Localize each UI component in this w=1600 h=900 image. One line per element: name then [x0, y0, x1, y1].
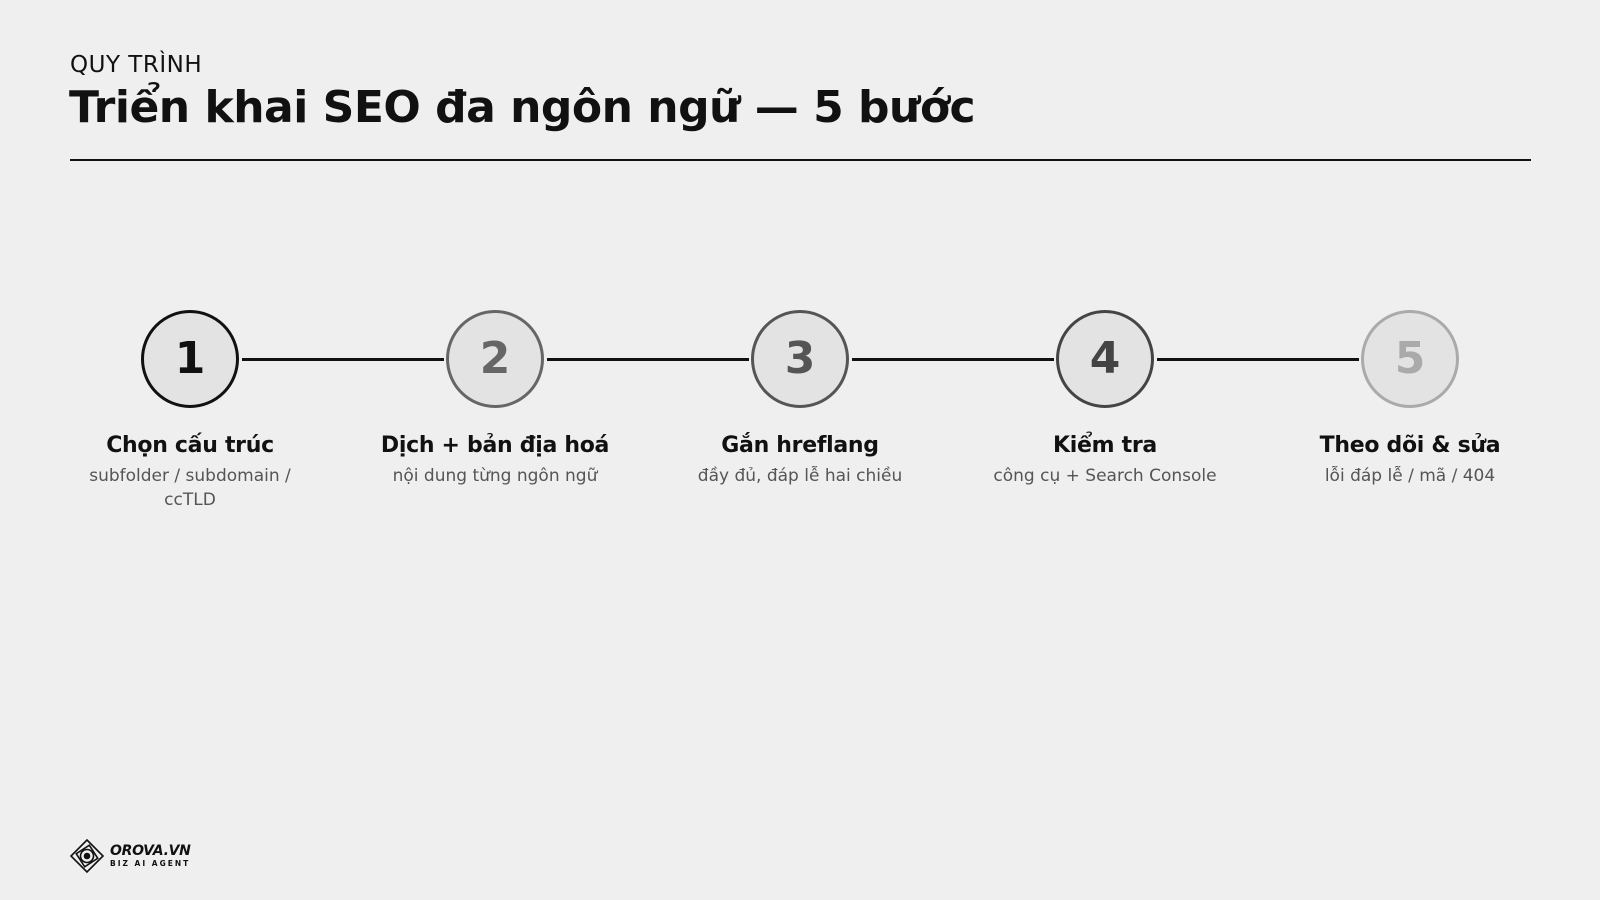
title-divider — [70, 159, 1531, 161]
step-3-text: Gắn hreflang đầy đủ, đáp lễ hai chiều — [675, 433, 925, 488]
step-2-description: nội dung từng ngôn ngữ — [392, 466, 598, 486]
step-4-number: 4 — [1089, 333, 1121, 384]
step-1-circle: 1 — [141, 310, 239, 408]
connector-line — [547, 358, 749, 361]
step-2-circle: 2 — [446, 310, 544, 408]
connector-line — [1157, 358, 1359, 361]
step-5-text: Theo dõi & sửa lỗi đáp lễ / mã / 404 — [1285, 433, 1535, 488]
step-4-description: công cụ + Search Console — [993, 466, 1217, 486]
logo-text: OROVA.VN BIZ AI AGENT — [110, 842, 191, 869]
eyebrow-label: QUY TRÌNH — [70, 52, 203, 78]
step-5-title: Theo dõi & sửa — [1319, 433, 1501, 458]
step-2-text: Dịch + bản địa hoá nội dung từng ngôn ng… — [370, 433, 620, 488]
step-5-circle: 5 — [1361, 310, 1459, 408]
step-4-text: Kiểm tra công cụ + Search Console — [980, 433, 1230, 488]
step-5-number: 5 — [1394, 333, 1426, 384]
step-5-description: lỗi đáp lễ / mã / 404 — [1324, 466, 1496, 486]
step-4-title: Kiểm tra — [1053, 433, 1157, 458]
step-1-text: Chọn cấu trúc subfolder / subdomain / cc… — [65, 433, 315, 512]
step-1-title: Chọn cấu trúc — [106, 433, 274, 458]
connector-line — [852, 358, 1054, 361]
step-1-number: 1 — [174, 333, 206, 384]
step-2-number: 2 — [479, 333, 511, 384]
logo-name: OROVA.VN — [110, 842, 191, 859]
step-3-number: 3 — [784, 333, 816, 384]
logo-tagline: BIZ AI AGENT — [110, 858, 191, 868]
step-3-title: Gắn hreflang — [721, 433, 879, 458]
page-title: Triển khai SEO đa ngôn ngữ — 5 bước — [69, 82, 976, 133]
step-4-circle: 4 — [1056, 310, 1154, 408]
step-3-description: đầy đủ, đáp lễ hai chiều — [697, 466, 903, 486]
step-2-title: Dịch + bản địa hoá — [380, 433, 610, 458]
step-3-circle: 3 — [751, 310, 849, 408]
brand-logo: OROVA.VN BIZ AI AGENT — [69, 838, 191, 874]
connector-line — [242, 358, 444, 361]
step-1-description: subfolder / subdomain / ccTLD — [89, 466, 291, 510]
orova-logo-icon — [69, 838, 105, 874]
